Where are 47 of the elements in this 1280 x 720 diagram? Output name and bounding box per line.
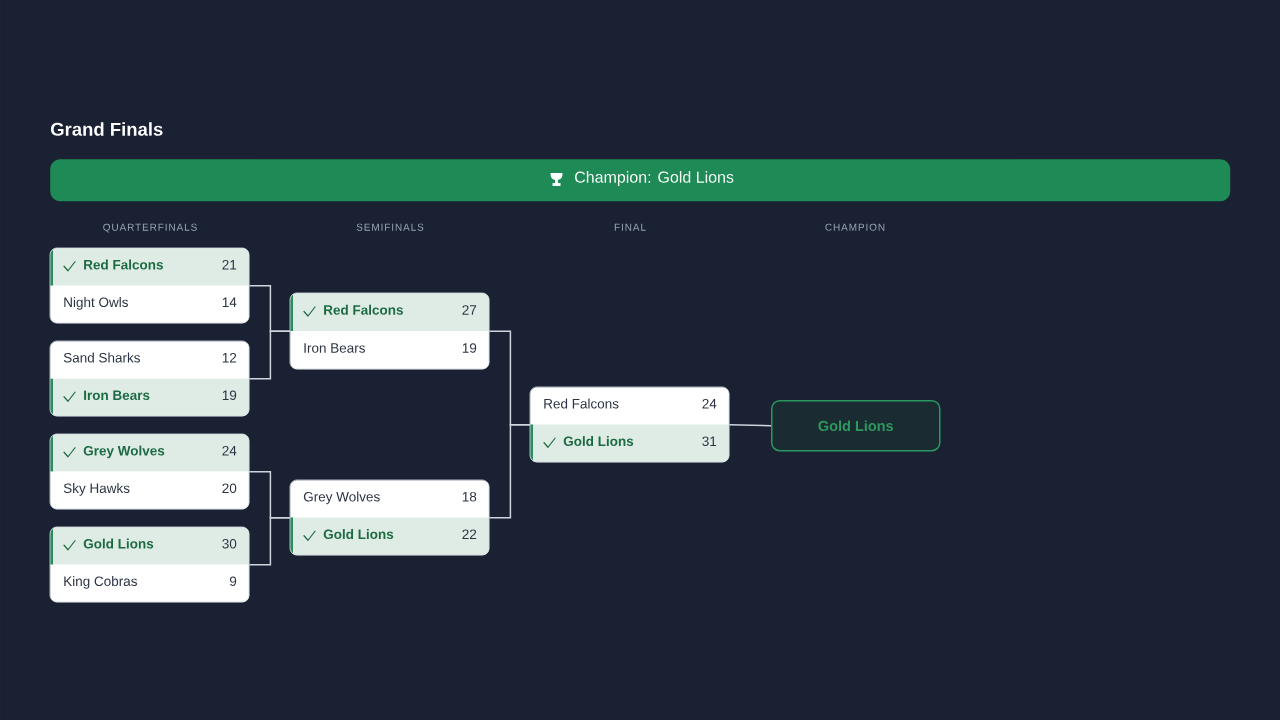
team-name: Night Owls <box>64 297 128 310</box>
connector-line <box>248 516 291 566</box>
match-card <box>289 479 490 556</box>
score: 27 <box>462 305 477 315</box>
score: 14 <box>222 297 237 307</box>
match-card <box>49 247 250 324</box>
score: 31 <box>702 436 717 446</box>
connector-line <box>728 423 772 427</box>
match-card <box>49 526 250 603</box>
winner-box: Gold Lions <box>771 400 941 452</box>
team-name: Grey Wolves <box>303 491 380 505</box>
match-card <box>49 340 250 417</box>
team-name: Gold Lions <box>323 529 394 539</box>
score: 21 <box>222 259 237 270</box>
team-name: Red Falcons <box>544 398 619 409</box>
score: 24 <box>702 398 717 409</box>
score: 19 <box>462 343 477 353</box>
column-heading: FINAL <box>614 223 646 231</box>
team-name: Iron Bears <box>304 343 365 353</box>
team-name: Sky Hawks <box>63 483 130 496</box>
score: 9 <box>229 576 237 586</box>
column-heading: SEMIFINALS <box>356 223 424 231</box>
match-card <box>49 433 250 510</box>
team-name: Red Falcons <box>324 304 403 315</box>
match-card <box>289 292 490 370</box>
diagram-title: Grand Finals <box>50 122 163 136</box>
score: 18 <box>462 491 477 502</box>
score: 30 <box>222 538 237 549</box>
banner-title: Champion: Gold Lions <box>575 171 734 186</box>
team-name: Gold Lions <box>83 538 154 549</box>
team-name: King Cobras <box>64 576 137 589</box>
team-name: Sand Sharks <box>63 352 140 363</box>
score: 19 <box>222 390 237 400</box>
score: 20 <box>222 483 237 493</box>
match-card <box>529 386 730 463</box>
score: 24 <box>222 445 237 456</box>
team-name: Gold Lions <box>563 436 634 446</box>
team-name: Iron Bears <box>84 390 150 400</box>
team-name: Red Falcons <box>84 259 163 270</box>
score: 22 <box>462 529 477 539</box>
team-name: Grey Wolves <box>83 445 165 459</box>
column-heading: QUARTERFINALS <box>103 223 197 233</box>
connector-line <box>488 423 531 519</box>
connector-line <box>248 330 291 380</box>
champion-banner <box>50 159 1231 202</box>
score: 12 <box>222 352 237 363</box>
column-heading: CHAMPION <box>825 223 885 231</box>
